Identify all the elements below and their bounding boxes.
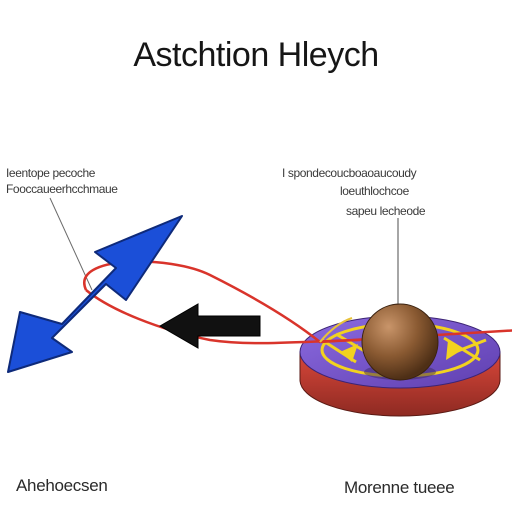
yellow-field-arrow-left: [340, 344, 358, 362]
red-wire-lower: [85, 289, 361, 345]
right-annotation-line-2: loeuthlochcoe: [340, 184, 409, 198]
yellow-field-arrow-right: [446, 340, 462, 360]
blue-double-arrow: [7, 215, 183, 373]
diagram-title: Astchtion Hleych: [133, 36, 379, 74]
red-wire-upper: [83, 260, 512, 344]
left-annotation-line-2: Fooccaueerhcchmaue: [6, 182, 118, 196]
sphere: [361, 303, 439, 381]
black-force-arrow: [159, 303, 261, 349]
bottom-label-right: Morenne tueee: [344, 478, 455, 497]
yellow-wire: [319, 317, 353, 343]
right-annotation-line-3: sapeu lecheode: [346, 204, 426, 218]
yellow-field-lines: [321, 332, 487, 364]
bottom-label-left: Ahehoecsen: [16, 476, 108, 495]
left-leader-line: [49, 197, 93, 291]
right-annotation-line-1: I spondecoucboaoaucoudy: [282, 166, 417, 180]
left-annotation-line-1: Ieentope pecoche: [6, 166, 96, 180]
